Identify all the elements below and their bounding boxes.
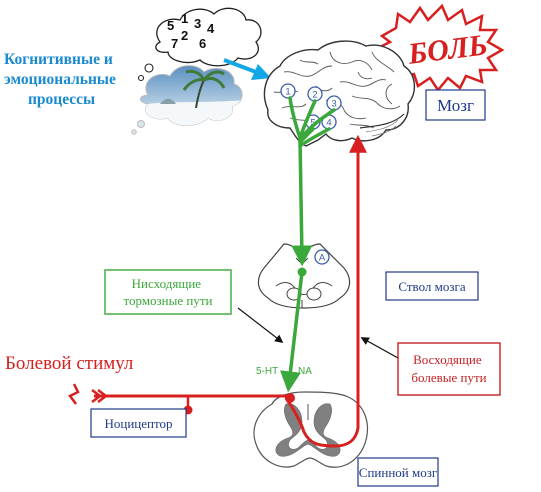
brain-nuclei: 1 2 3 5 4 — [280, 83, 342, 130]
descending-label-box: Нисходящие тормозные пути — [104, 269, 232, 315]
brainstem-label: Ствол мозга — [398, 279, 465, 294]
spinal-cord-section — [253, 391, 368, 468]
ascending-label: Восходящие болевые пути — [411, 352, 486, 385]
brainstem-synapse — [297, 267, 307, 277]
nociceptor-label: Ноцицептор — [105, 416, 173, 431]
thought-cloud-landscape — [131, 65, 243, 135]
ascending-label-line: Восходящие — [413, 352, 482, 367]
ascending-pathway — [284, 134, 367, 448]
nucleus-label: 4 — [326, 118, 331, 129]
pain-lightning-icon — [68, 383, 80, 405]
descending-pathway — [280, 96, 336, 393]
brainstem-label-box: Ствол мозга — [385, 271, 479, 301]
cognitive-label-line: процессы — [28, 91, 95, 108]
descending-label: Нисходящие тормозные пути — [124, 276, 213, 308]
brainstem-nucleus-label: A — [319, 253, 326, 264]
nucleus-label: 1 — [285, 87, 290, 98]
transmitter-5ht-label: 5-HT — [256, 366, 278, 377]
cognitive-label-line: эмоциональные — [4, 71, 116, 88]
spinal-label-box: Спинной мозг — [357, 457, 439, 487]
nociceptor-pathway — [68, 383, 295, 415]
thought-number: 6 — [199, 36, 206, 51]
nucleus-label: 2 — [312, 90, 317, 101]
brain-label-box: Мозг — [425, 89, 486, 121]
ascending-label-line: болевые пути — [411, 370, 486, 385]
descending-label-line: тормозные пути — [124, 293, 213, 308]
thought-number: 4 — [207, 21, 215, 36]
transmitter-na-label: NA — [298, 366, 312, 377]
cognitive-label-line: Когнитивные и — [4, 51, 113, 68]
thought-number: 3 — [194, 16, 201, 31]
blue-arrow — [223, 58, 271, 80]
thought-number: 5 — [167, 18, 174, 33]
pain-burst: БОЛЬ — [374, 3, 505, 93]
descending-label-line: Нисходящие — [132, 276, 202, 291]
nucleus-label: 3 — [331, 99, 336, 110]
thought-number: 7 — [171, 36, 178, 51]
descending-pointer-arrow — [237, 307, 284, 344]
spinal-synapse — [285, 393, 295, 403]
thought-cloud-numbers: 5 1 3 4 2 7 6 — [137, 7, 262, 82]
brain-label: Мозг — [437, 96, 474, 115]
pain-stimulus-label: Болевой стимул — [5, 353, 134, 374]
nucleus-label: 5 — [310, 118, 315, 129]
thought-number: 1 — [181, 11, 188, 26]
ascending-label-box: Восходящие болевые пути — [397, 342, 501, 396]
spinal-label: Спинной мозг — [359, 465, 437, 480]
thought-number: 2 — [181, 28, 188, 43]
ascending-pointer-arrow — [360, 337, 399, 359]
nociceptor-label-box: Ноцицептор — [90, 408, 187, 438]
cognitive-label: Когнитивные и эмоциональные процессы — [4, 51, 120, 108]
